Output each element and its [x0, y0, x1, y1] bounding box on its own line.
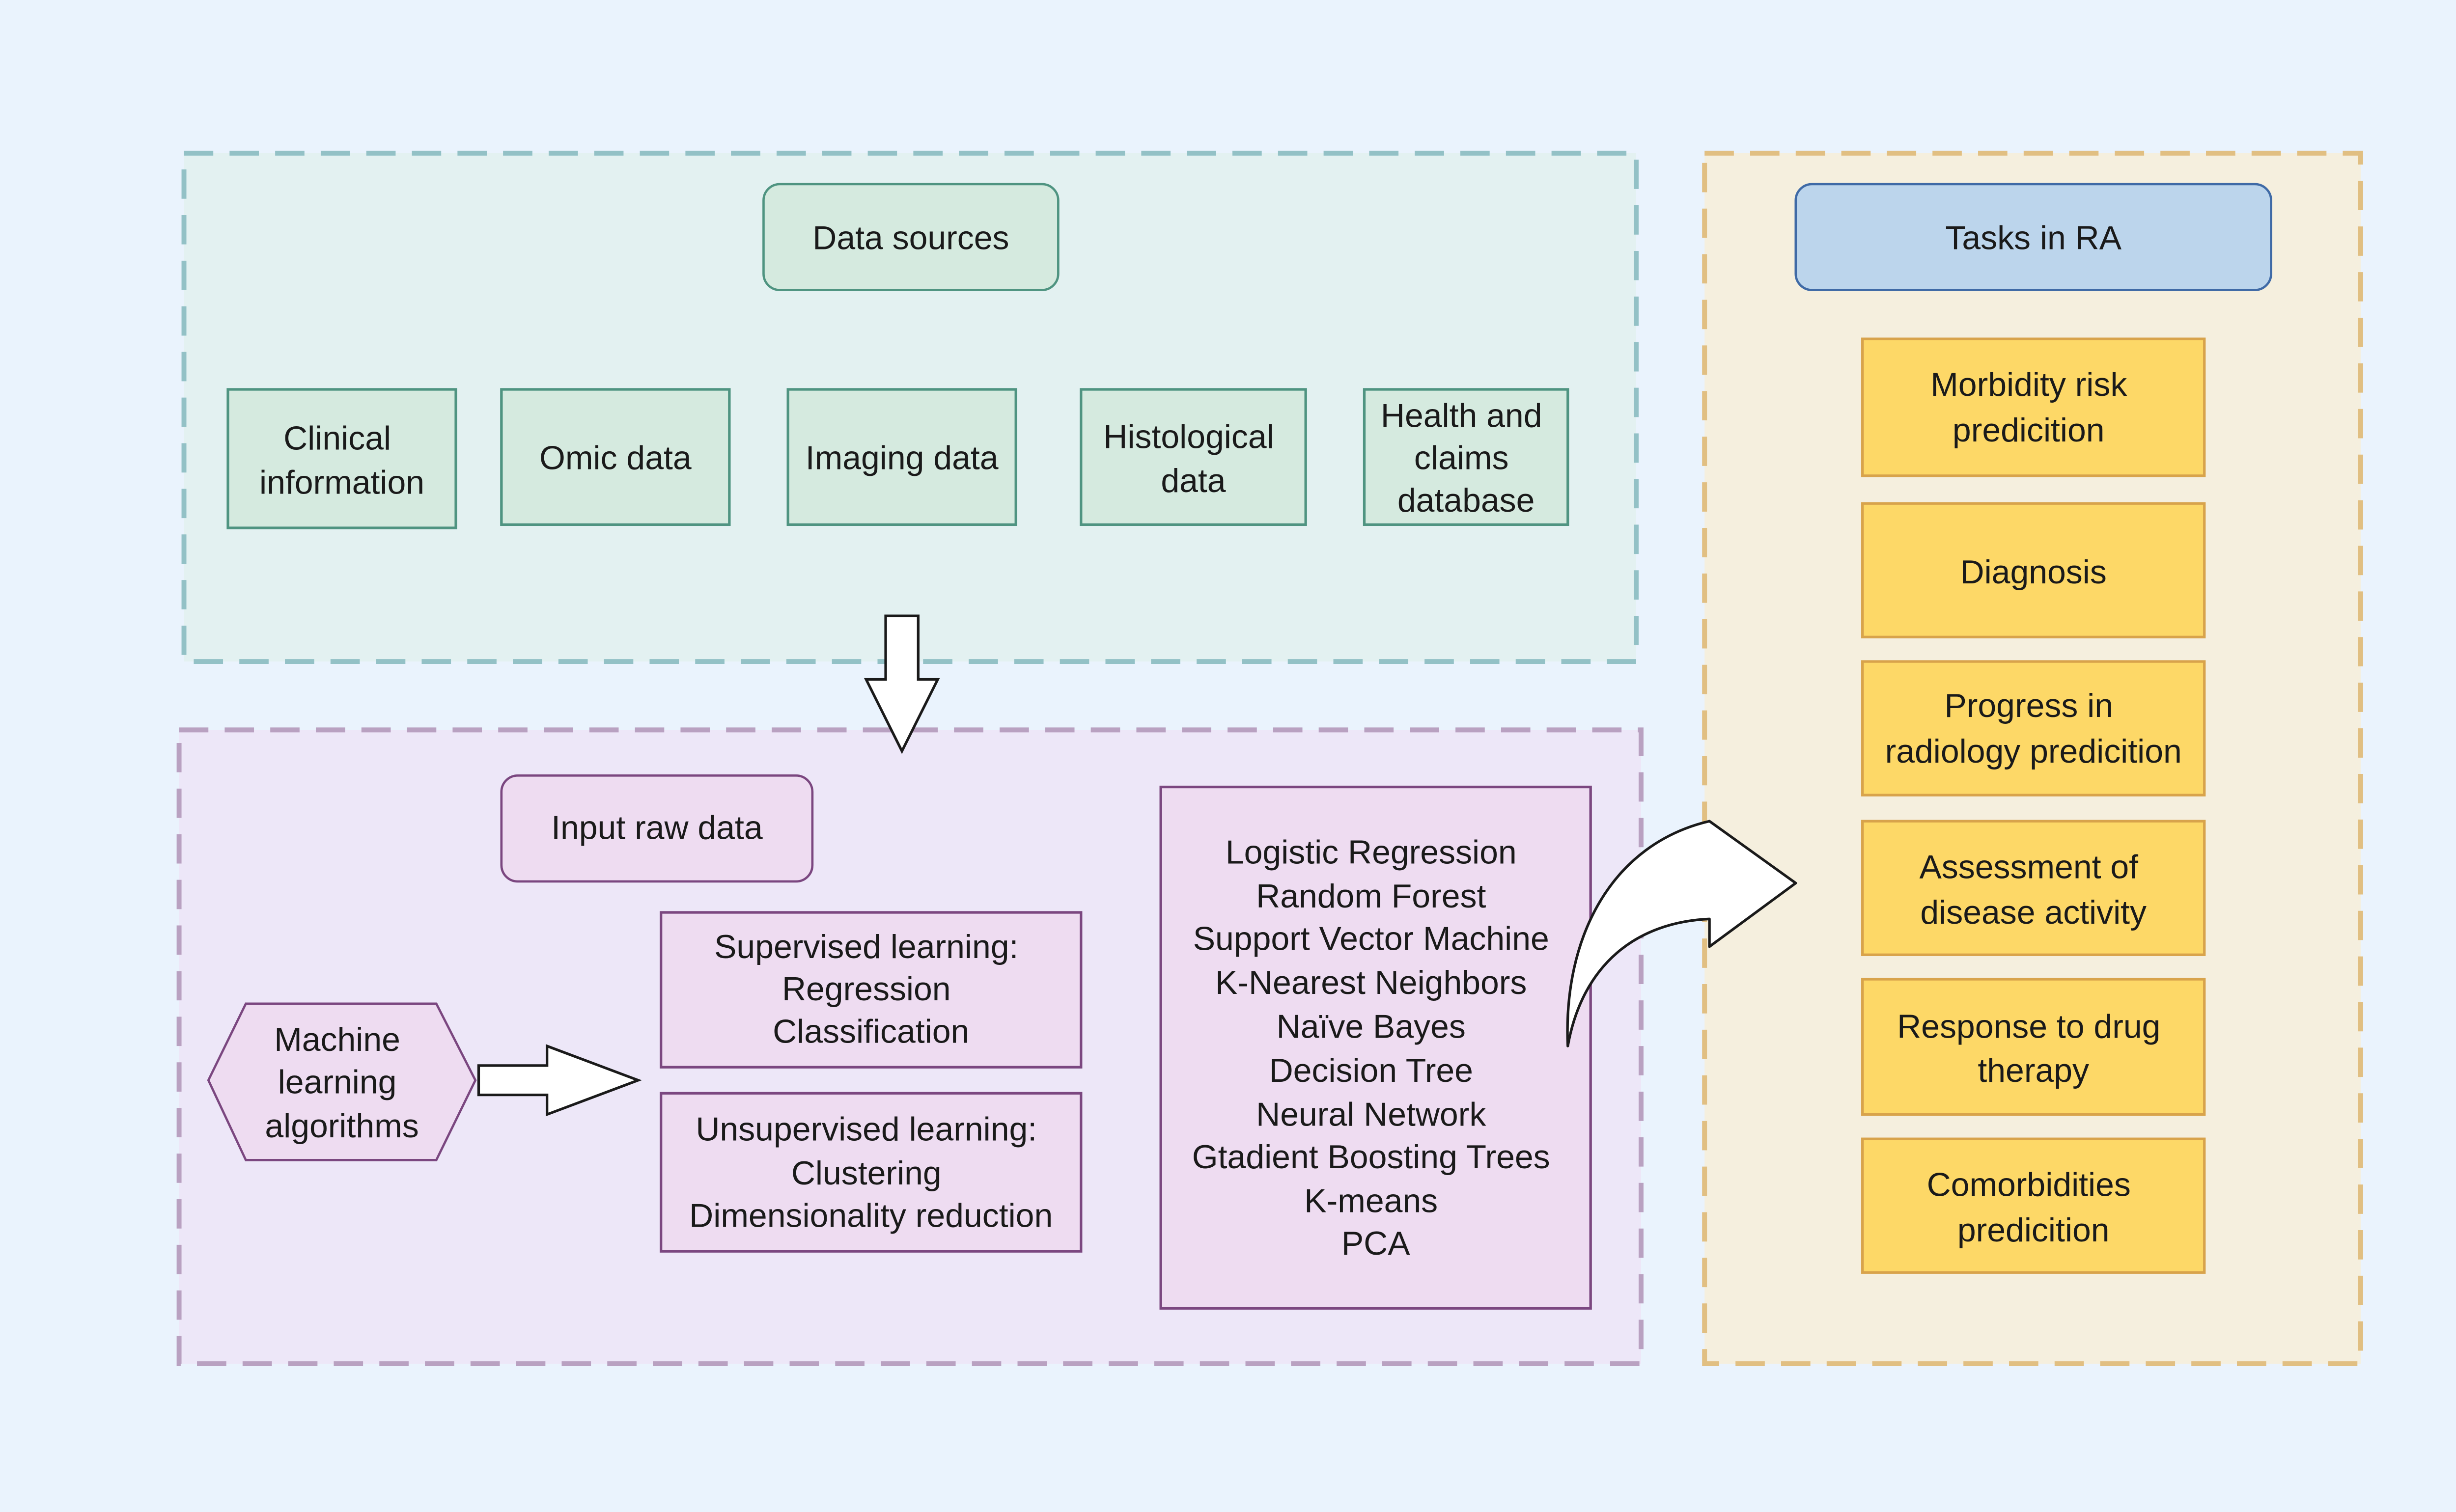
- ml-method-item: K-means: [1304, 1182, 1438, 1219]
- tasks-title: Tasks in RA: [1945, 220, 2121, 257]
- unsupervised-learning-box: [660, 1092, 1083, 1253]
- source-label: Health and claims database: [1381, 397, 1551, 519]
- input-raw-data-box: [500, 774, 814, 883]
- curved-arrow-icon: [1566, 820, 1797, 1047]
- task-label: Assessment of disease activity: [1920, 848, 2148, 931]
- task-item-radiology-progress: Progress in radiology predicition: [1861, 660, 2206, 797]
- task-box: [1861, 502, 2206, 638]
- source-box: [1363, 388, 1569, 526]
- source-label-line: Health and: [1381, 397, 1542, 434]
- task-label-line: radiology predicition: [1885, 733, 2182, 770]
- task-label: Diagnosis: [1960, 553, 2107, 591]
- tasks-panel: Tasks in RA Morbidity risk predicition D…: [1702, 150, 2363, 1367]
- source-label: Imaging data: [806, 440, 999, 477]
- task-box: [1861, 978, 2206, 1116]
- task-label: Comorbidities predicition: [1927, 1166, 2140, 1249]
- task-item-disease-activity: Assessment of disease activity: [1861, 820, 2206, 956]
- data-sources-panel: Data sources Clinical information Omic d…: [181, 150, 1639, 664]
- ml-methods-box: [1159, 785, 1592, 1310]
- data-sources-title-box: [762, 183, 1060, 291]
- ml-methods-list: Logistic Regression Random Forest Suppor…: [1192, 833, 1560, 1262]
- ml-method-item: Decision Tree: [1269, 1052, 1473, 1089]
- ml-method-item: Support Vector Machine: [1193, 920, 1549, 957]
- ml-method-item: PCA: [1341, 1225, 1410, 1262]
- source-label-line: Histological: [1103, 418, 1274, 455]
- unsupervised-learning-line: Clustering: [791, 1155, 942, 1192]
- ml-method-item: Naïve Bayes: [1277, 1008, 1466, 1045]
- task-label-line: Response to drug: [1897, 1008, 2160, 1045]
- ml-method-item: K-Nearest Neighbors: [1215, 964, 1527, 1001]
- ml-algorithms-hexagon: [207, 1002, 477, 1161]
- task-label: Progress in radiology predicition: [1885, 687, 2182, 770]
- ml-method-item: Logistic Regression: [1226, 833, 1517, 871]
- source-label-line: database: [1397, 482, 1535, 519]
- task-box: [1861, 660, 2206, 797]
- source-label: Clinical information: [259, 420, 424, 501]
- input-raw-data-label: Input raw data: [551, 809, 763, 847]
- task-box: [1861, 1137, 2206, 1274]
- task-label-line: predicition: [1953, 412, 2105, 449]
- source-item-imaging-data: Imaging data: [786, 388, 1017, 526]
- task-box: [1861, 337, 2206, 477]
- source-box: [500, 388, 731, 526]
- source-label-line: information: [259, 464, 424, 501]
- task-label-line: Assessment of: [1920, 848, 2139, 885]
- task-label: Response to drug therapy: [1897, 1008, 2170, 1089]
- source-label-line: Clinical: [283, 420, 391, 457]
- machine-learning-panel: Input raw data Machine learning algorith…: [176, 727, 1644, 1367]
- down-arrow-icon: [864, 614, 940, 754]
- task-box: [1861, 820, 2206, 956]
- task-label-line: predicition: [1957, 1211, 2110, 1249]
- task-label-line: Comorbidities: [1927, 1166, 2131, 1203]
- right-arrow-icon: [477, 1044, 642, 1117]
- task-item-morbidity-risk: Morbidity risk predicition: [1861, 337, 2206, 477]
- source-box: [226, 388, 457, 529]
- task-label-line: Morbidity risk: [1930, 366, 2127, 403]
- supervised-learning-box: [660, 911, 1083, 1069]
- ml-algorithms-label-line: learning: [278, 1063, 397, 1100]
- ml-algorithms-label-line: Machine: [274, 1021, 400, 1058]
- task-label: Morbidity risk predicition: [1930, 366, 2136, 449]
- task-label-line: disease activity: [1920, 894, 2147, 931]
- supervised-learning-label: Supervised learning: Regression Classifi…: [714, 928, 1028, 1050]
- source-label: Histological data: [1103, 418, 1283, 499]
- source-item-health-and-claims-database: Health and claims database: [1363, 388, 1569, 526]
- ml-method-item: Neural Network: [1256, 1096, 1486, 1133]
- data-sources-title: Data sources: [812, 220, 1009, 257]
- supervised-learning-line: Classification: [773, 1013, 969, 1050]
- ml-method-item: Random Forest: [1256, 878, 1486, 915]
- tasks-title-box: [1794, 183, 2272, 291]
- source-label-line: claims: [1414, 440, 1508, 477]
- supervised-learning-line: Supervised learning:: [714, 928, 1018, 965]
- supervised-learning-line: Regression: [782, 970, 951, 1008]
- task-item-comorbidities: Comorbidities predicition: [1861, 1137, 2206, 1274]
- source-label-line: data: [1161, 462, 1226, 499]
- task-item-diagnosis: Diagnosis: [1861, 502, 2206, 638]
- task-label-line: Progress in: [1944, 687, 2113, 724]
- ml-algorithms-label: Machine learning algorithms: [265, 1021, 419, 1145]
- ml-method-item: Gtadient Boosting Trees: [1192, 1138, 1550, 1176]
- source-box: [1080, 388, 1307, 526]
- task-item-drug-response: Response to drug therapy: [1861, 978, 2206, 1116]
- unsupervised-learning-line: Dimensionality reduction: [689, 1197, 1053, 1234]
- source-item-clinical-information: Clinical information: [226, 388, 457, 529]
- source-label: Omic data: [539, 440, 692, 477]
- unsupervised-learning-line: Unsupervised learning:: [696, 1110, 1037, 1148]
- unsupervised-learning-label: Unsupervised learning: Clustering Dimens…: [689, 1110, 1053, 1234]
- task-label-line: therapy: [1978, 1052, 2089, 1089]
- source-item-histological-data: Histological data: [1080, 388, 1307, 526]
- source-item-omic-data: Omic data: [500, 388, 731, 526]
- source-box: [786, 388, 1017, 526]
- ml-algorithms-label-line: algorithms: [265, 1107, 419, 1145]
